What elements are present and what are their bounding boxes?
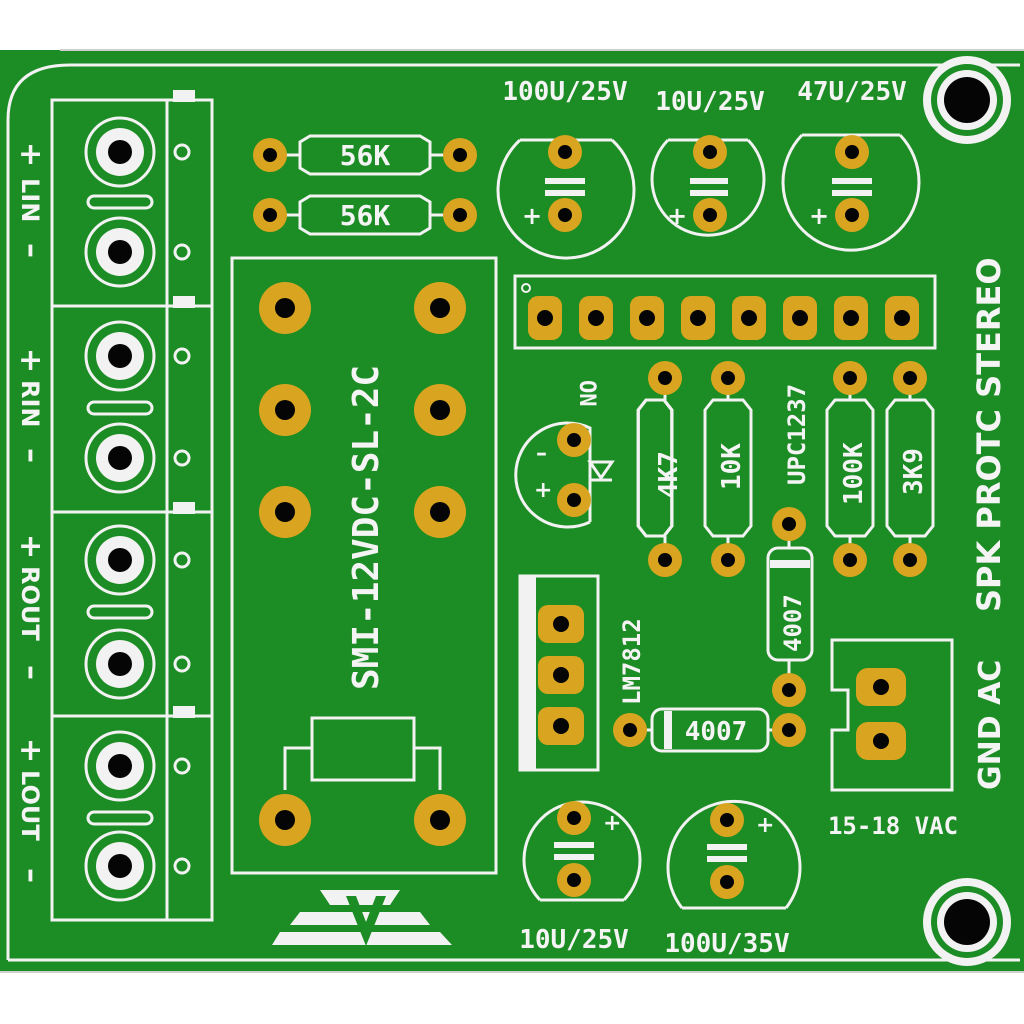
resistor-r1[interactable] — [253, 134, 477, 176]
board-corner-arc — [6, 63, 1020, 960]
terminal-screw-lout-plus[interactable] — [84, 730, 191, 802]
cap-c2-label: 10U/25V — [655, 87, 765, 117]
capacitor-c1[interactable] — [496, 135, 636, 260]
resistor-r3-label: 4K7 — [654, 451, 684, 498]
ic-label: UPC1237 — [783, 384, 811, 485]
terminal-slot — [86, 810, 154, 826]
label-lout: LOUT — [16, 770, 44, 841]
cap-c4-label: 10U/25V — [519, 925, 629, 955]
label-lin-plus: + — [18, 137, 43, 172]
board-title: SPK PROTC STEREO — [970, 257, 1008, 612]
terminal-tab-3 — [173, 502, 195, 514]
label-rout-minus: – — [14, 665, 49, 680]
resistor-r5[interactable] — [825, 361, 875, 577]
label-lout-plus: + — [18, 733, 43, 768]
diode-d1[interactable] — [766, 507, 814, 707]
diode-d2[interactable] — [613, 707, 806, 753]
terminal-block-column — [50, 90, 214, 922]
ac-input-connector[interactable] — [830, 638, 954, 792]
terminal-screw-lin-minus[interactable] — [84, 216, 191, 288]
label-lin-minus: – — [14, 243, 49, 258]
label-lin: LIN — [16, 178, 44, 222]
cap-c1-label: 100U/25V — [502, 77, 627, 107]
led-minus: – — [536, 441, 547, 466]
resistor-r1-label: 56K — [340, 139, 391, 172]
manufacturer-logo — [272, 890, 452, 946]
terminal-tab-4 — [173, 706, 195, 718]
capacitor-c2[interactable] — [650, 135, 766, 237]
cap-c5-label: 100U/35V — [664, 929, 789, 959]
terminal-slot — [86, 604, 154, 620]
relay[interactable] — [230, 256, 498, 875]
resistor-r6-label: 3K9 — [899, 448, 929, 495]
capacitor-c3[interactable] — [781, 133, 921, 252]
resistor-r4[interactable] — [703, 361, 753, 577]
label-rin-plus: + — [18, 343, 43, 378]
mounting-hole-top-right — [923, 56, 1011, 144]
terminal-screw-rin-plus[interactable] — [84, 320, 191, 392]
led-plus: + — [534, 478, 552, 503]
cap-c1-plus: + — [522, 202, 542, 230]
power-label: GND AC — [973, 660, 1008, 790]
terminal-slot — [86, 194, 154, 210]
diode-d1-label: 4007 — [779, 594, 807, 652]
terminal-screw-rin-minus[interactable] — [84, 422, 191, 494]
terminal-block-body — [50, 98, 214, 922]
cap-c2-plus: + — [667, 202, 687, 230]
terminal-screw-lout-minus[interactable] — [84, 830, 191, 902]
label-rout-plus: + — [18, 529, 43, 564]
regulator-label: LM7812 — [618, 618, 646, 705]
resistor-r2-label: 56K — [340, 199, 391, 232]
label-lout-minus: – — [14, 868, 49, 883]
cap-c4-plus: + — [603, 811, 621, 836]
voltage-regulator[interactable] — [518, 574, 600, 772]
label-rin-minus: – — [14, 448, 49, 463]
label-rin: RIN — [16, 380, 44, 428]
resistor-r6[interactable] — [885, 361, 935, 577]
capacitor-c5[interactable] — [666, 799, 802, 910]
mounting-hole-bottom-right — [923, 878, 1011, 966]
terminal-tab-2 — [173, 296, 195, 308]
led-label: ON — [574, 380, 599, 407]
terminal-screw-rout-minus[interactable] — [84, 628, 191, 700]
cap-c3-plus: + — [809, 202, 829, 230]
resistor-r4-label: 10K — [717, 443, 747, 490]
supply-voltage-label: 15-18 VAC — [828, 812, 958, 840]
ic-socket[interactable] — [513, 274, 937, 350]
label-rout: ROUT — [16, 566, 44, 641]
terminal-slot — [86, 400, 154, 416]
cap-c3-label: 47U/25V — [797, 77, 907, 107]
terminal-screw-lin-plus[interactable] — [84, 116, 191, 188]
board-edge-outline — [0, 49, 1024, 973]
diode-d2-label: 4007 — [685, 717, 748, 747]
cap-c5-plus: + — [756, 813, 774, 838]
terminal-screw-rout-plus[interactable] — [84, 524, 191, 596]
resistor-r2[interactable] — [253, 194, 477, 236]
led-indicator[interactable] — [514, 421, 615, 529]
resistor-r3[interactable] — [636, 361, 682, 577]
resistor-r5-label: 100K — [839, 442, 869, 505]
terminal-tab-1 — [173, 90, 195, 102]
capacitor-c4[interactable] — [522, 800, 642, 902]
relay-label: SMI-12VDC-SL-2C — [346, 365, 387, 690]
